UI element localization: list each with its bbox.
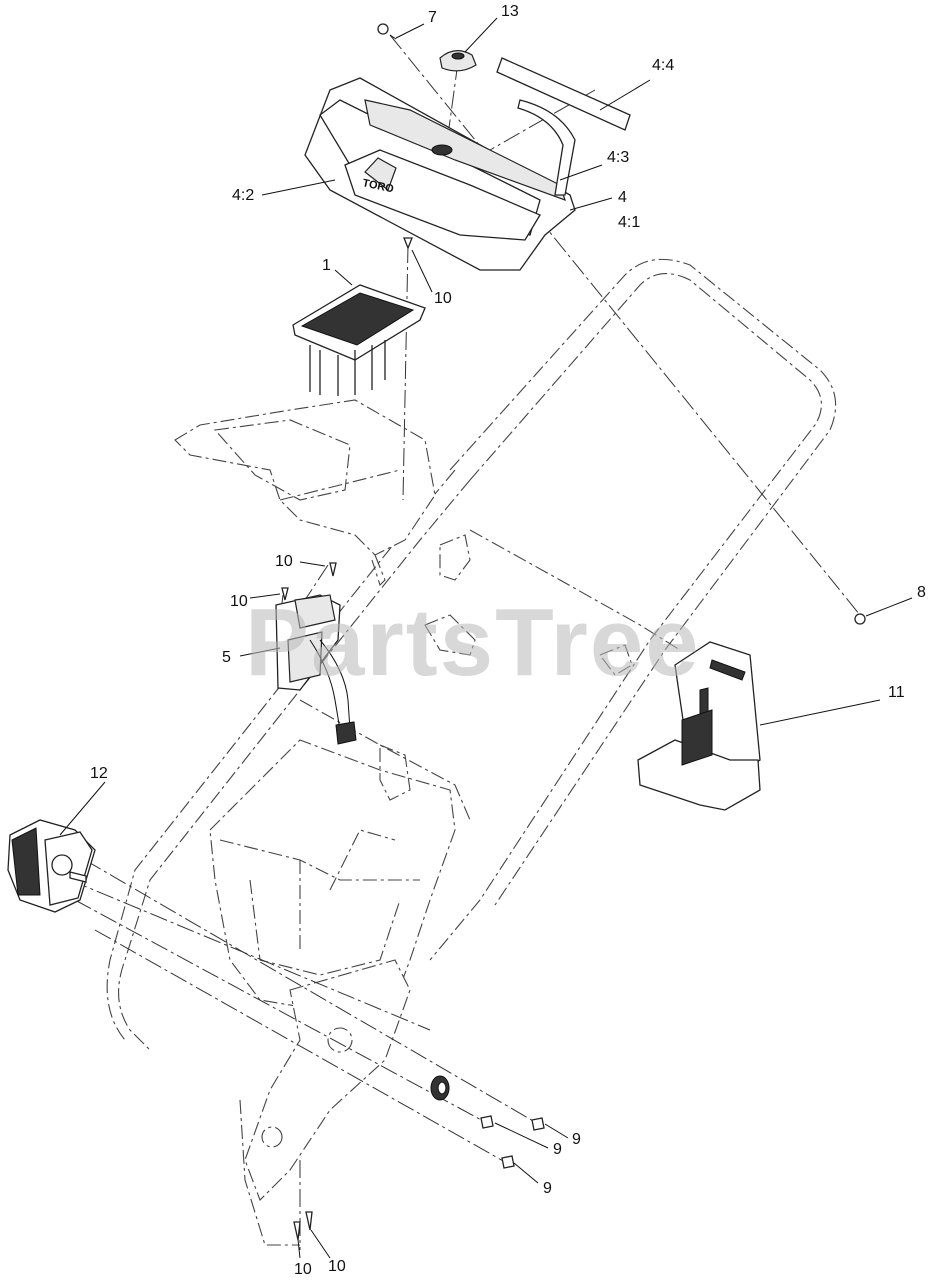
part-4-4-decal [496,57,631,131]
handle-frame-ghost [106,258,837,1051]
part-4-3-bar [517,99,576,196]
leader-lines [59,17,913,1259]
part-13-knob [439,50,477,72]
part-10-screws [281,237,413,1241]
part-8-nut [854,613,866,625]
side-plate-ghost [239,959,411,1246]
part-5-switch-bracket [275,594,357,745]
part-4-top-cover: TORO [304,77,576,271]
battery-tray-ghost [174,399,436,587]
callout-9-lower: 9 [543,1180,552,1197]
part-9-bolts [480,1115,545,1169]
part-12-motor [7,819,96,913]
callout-4: 4 [618,189,627,206]
callout-9-upper: 9 [572,1131,581,1148]
callout-13: 13 [501,3,519,20]
callout-12: 12 [90,765,108,782]
callout-5: 5 [222,649,231,666]
callout-4-2: 4:2 [232,187,254,204]
handle-knob-ghost [424,534,633,676]
callout-10-bottom-right: 10 [328,1258,346,1275]
callout-10-top: 10 [434,290,452,307]
callout-10-bracket: 10 [230,593,248,610]
deck-housing-ghost [209,739,456,1011]
callout-4-3: 4:3 [607,149,629,166]
watermark: PartsTree [245,589,701,696]
callout-11: 11 [888,684,905,701]
part-1-heatsink [292,284,426,396]
callout-1: 1 [322,257,331,274]
assembly-axis-lines [69,34,861,1250]
callout-10-mid: 10 [275,553,293,570]
callout-8: 8 [917,584,926,601]
callout-4-1: 4:1 [618,214,640,231]
callout-10-bottom-left: 10 [294,1261,312,1278]
callout-7: 7 [428,9,437,26]
callout-4-4: 4:4 [652,57,674,74]
callout-9-middle: 9 [553,1141,562,1158]
part-bushing [430,1075,450,1101]
part-11-charger [637,641,881,811]
part-7-pin [377,23,397,40]
callout-labels: 7 13 4:4 4:3 4:2 4 4:1 1 10 10 10 5 8 11… [90,3,926,1278]
